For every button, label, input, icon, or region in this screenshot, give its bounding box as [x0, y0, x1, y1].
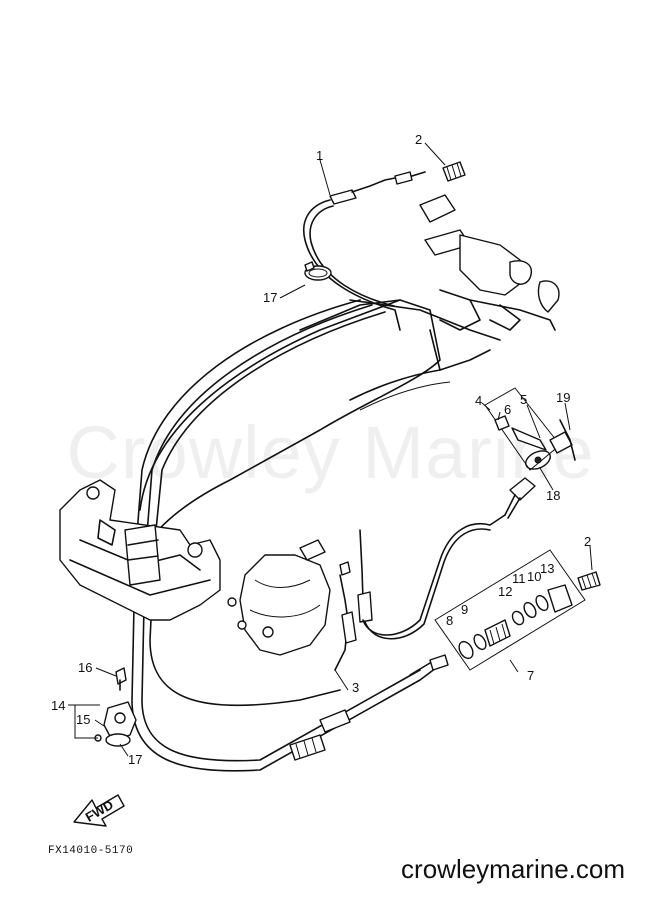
callout-17-top: 17: [263, 290, 277, 305]
callout-17-bottom: 17: [128, 752, 142, 767]
callout-16: 16: [78, 660, 92, 675]
hose-clamp-top: [304, 261, 332, 281]
callout-12: 12: [498, 584, 512, 599]
callout-1: 1: [316, 148, 323, 163]
callout-labels: 1 2 17 3 4 5 6 19 18 2 13 10 11 12 9 8 7…: [51, 132, 591, 767]
leader-lines: [68, 142, 593, 757]
bracket-group-14: [94, 667, 137, 747]
callout-7: 7: [527, 668, 534, 683]
callout-14: 14: [51, 698, 65, 713]
callout-6: 6: [504, 402, 511, 417]
callout-15: 15: [76, 712, 90, 727]
callout-13: 13: [540, 561, 554, 576]
switch-parts-group: [484, 387, 576, 471]
callout-8: 8: [446, 613, 453, 628]
fitting-kit-7: [434, 549, 601, 671]
footer-url[interactable]: crowleymarine.com: [401, 854, 625, 884]
callout-10: 10: [527, 569, 541, 584]
throttle-cable: [303, 171, 426, 331]
carburetor-body: [227, 539, 331, 656]
choke-cable: [334, 514, 506, 671]
callout-18: 18: [546, 488, 560, 503]
steering-cable-loop: [131, 299, 441, 772]
fwd-arrow-icon: FWD: [73, 794, 125, 827]
callout-2-bottom: 2: [584, 534, 591, 549]
callout-11: 11: [512, 571, 526, 586]
callout-4: 4: [475, 393, 482, 408]
handlebar-assembly: [419, 194, 560, 331]
hull-body: [139, 299, 501, 541]
mount-bracket: [59, 479, 221, 621]
callout-5: 5: [520, 392, 527, 407]
callout-9: 9: [461, 602, 468, 617]
adjuster-top: [442, 161, 466, 182]
cable-fitting-18: [504, 450, 551, 519]
callout-2-top: 2: [415, 132, 422, 147]
figure-code: FX14010-5170: [48, 845, 134, 857]
lower-cable: [289, 654, 449, 761]
callout-19: 19: [556, 390, 570, 405]
callout-3: 3: [352, 680, 359, 695]
